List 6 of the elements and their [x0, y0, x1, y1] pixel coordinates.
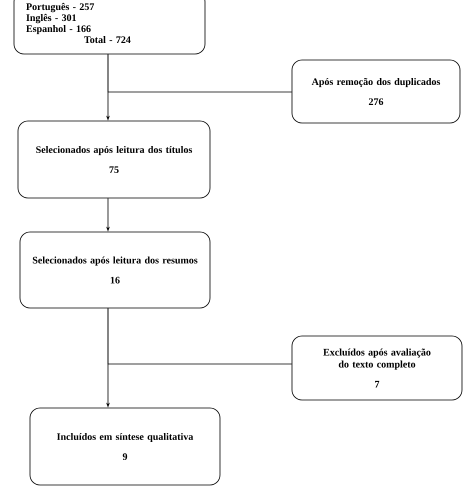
process-box: Selecionados após leitura dos resumos 16 [20, 232, 210, 308]
process-box: Após remoção dos duplicados 276 [292, 60, 460, 124]
process-box: Incluídos em síntese qualitativa 9 [30, 408, 220, 486]
process-box: Excluídos após avaliação do texto completo 7 [292, 336, 462, 400]
process-box: Selecionados após leitura dos títulos 75 [18, 120, 210, 198]
process-box: Português - 257 Inglês - 301 Espanhol - 166 Total - 724 [14, 0, 206, 54]
